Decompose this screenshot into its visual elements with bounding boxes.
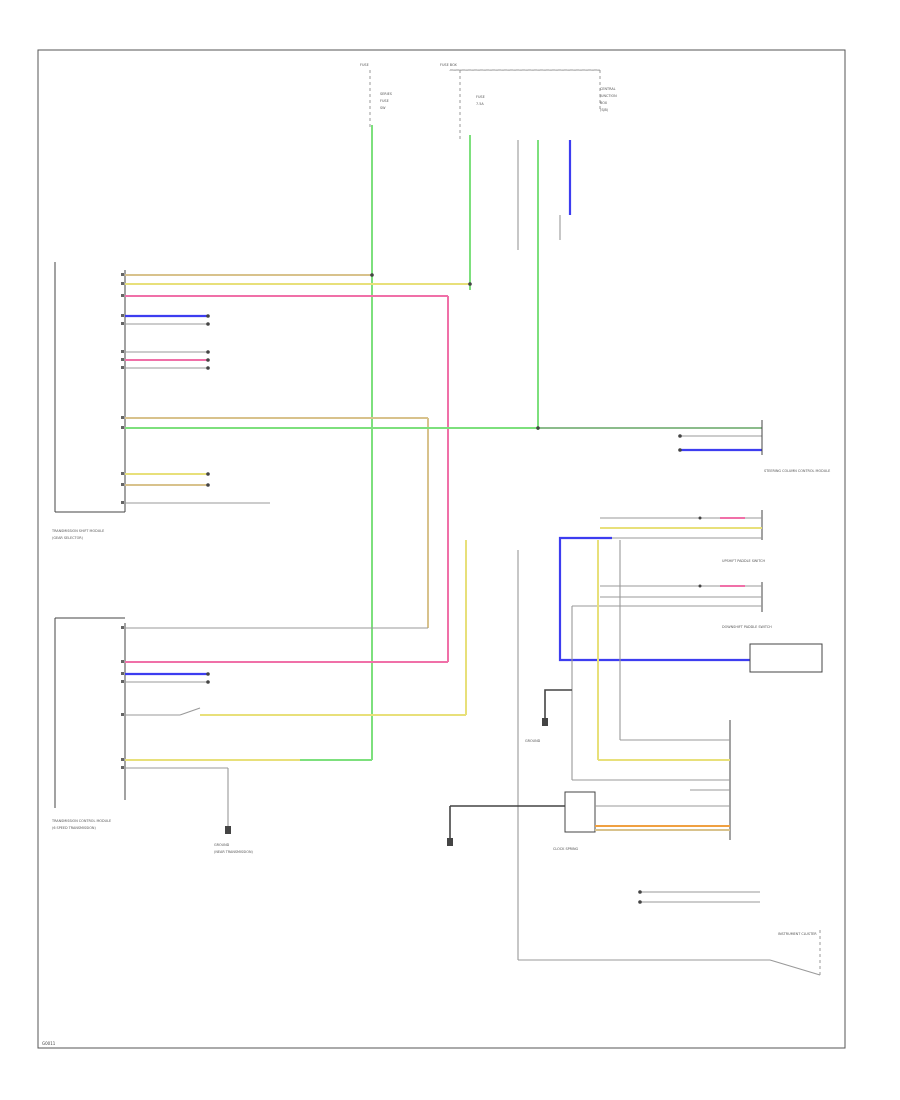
svg-text:(6 SPEED TRANSMISSION): (6 SPEED TRANSMISSION): [52, 826, 96, 830]
upshift-paddle-switch: UPSHIFT PADDLE SWITCH: [600, 510, 765, 563]
svg-text:JUNCTION: JUNCTION: [599, 94, 617, 98]
page-label: G0011: [42, 1041, 56, 1046]
steering-module-label: STEERING COLUMN CONTROL MODULE: [764, 469, 830, 473]
tcm-pins: [121, 626, 124, 769]
svg-text:FUSE: FUSE: [476, 95, 485, 99]
transmission-control-module: TRANSMISSION CONTROL MODULE (6 SPEED TRA…: [51, 617, 126, 830]
svg-text:(NEAR TRANSMISSION): (NEAR TRANSMISSION): [214, 850, 253, 854]
svg-text:GROUND: GROUND: [214, 843, 230, 847]
svg-text:GROUND: GROUND: [525, 739, 541, 743]
svg-text:(GEAR SELECTOR): (GEAR SELECTOR): [52, 536, 84, 540]
downshift-paddle-switch: DOWNSHIFT PADDLE SWITCH: [572, 582, 772, 629]
instrument-cluster-label: INSTRUMENT CLUSTER: [778, 932, 817, 936]
instrument-cluster: INSTRUMENT CLUSTER: [518, 891, 821, 976]
downshift-label: DOWNSHIFT PADDLE SWITCH: [722, 625, 772, 629]
upshift-label: UPSHIFT PADDLE SWITCH: [722, 559, 765, 563]
clock-spring-label: CLOCK SPRING: [553, 847, 579, 851]
tcm-label: TRANSMISSION CONTROL MODULE: [51, 819, 111, 823]
svg-text:FUSE: FUSE: [380, 99, 389, 103]
clock-spring: CLOCK SPRING: [447, 720, 731, 851]
svg-text:FUSE: FUSE: [360, 63, 369, 67]
diagram-frame: [37, 49, 846, 1049]
svg-text:7.5A: 7.5A: [476, 102, 484, 106]
steering-column-module: STEERING COLUMN CONTROL MODULE: [761, 420, 830, 473]
svg-text:BOX: BOX: [600, 101, 608, 105]
shift-module-label: TRANSMISSION SHIFT MODULE: [51, 529, 104, 533]
svg-text:(SJB): (SJB): [600, 108, 609, 112]
svg-text:SERIES: SERIES: [380, 92, 392, 96]
svg-text:SW: SW: [380, 106, 386, 110]
fuse-area-top: FUSE FUSE BOX SERIES FUSE SW FUSE 7.5A C…: [360, 63, 617, 140]
shift-module-pins: [121, 273, 124, 504]
svg-text:FUSE BOX: FUSE BOX: [440, 63, 458, 67]
svg-text:CENTRAL: CENTRAL: [600, 87, 616, 91]
transmission-shift-module: TRANSMISSION SHIFT MODULE (GEAR SELECTOR…: [51, 262, 126, 540]
